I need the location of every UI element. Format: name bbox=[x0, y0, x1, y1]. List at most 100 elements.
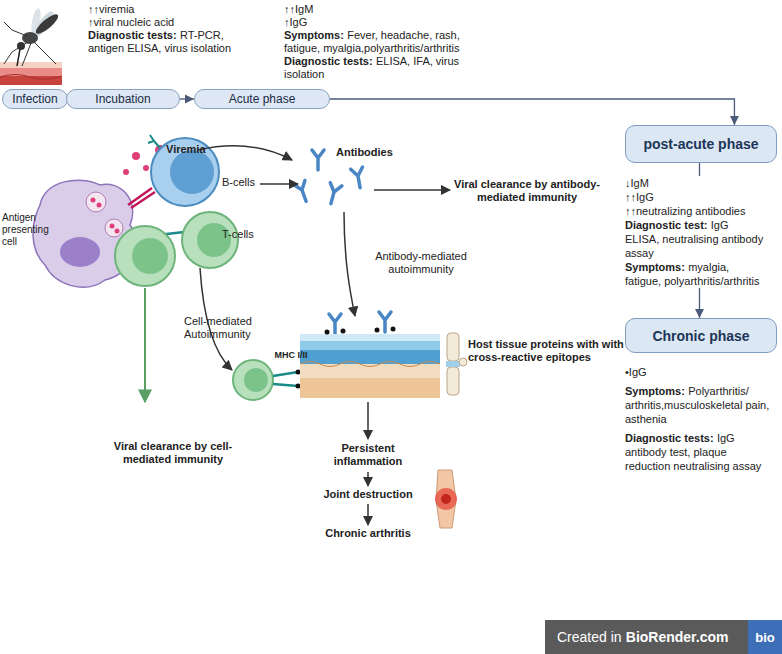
epitope-dot bbox=[296, 384, 301, 389]
label-text: Polyarthritis/ arthritis,musculoskeletal… bbox=[625, 385, 769, 425]
label-text: Diagnostic test: bbox=[625, 219, 708, 231]
text-row: Viral clearance by antibody-mediated imm… bbox=[452, 178, 602, 204]
pathway-arrow bbox=[198, 146, 292, 160]
b-cell-receptor bbox=[148, 135, 160, 148]
skin-line bbox=[0, 75, 62, 80]
text-row: ↑↑IgM bbox=[284, 3, 484, 16]
text-block: Host tissue proteins with with cross-rea… bbox=[468, 338, 633, 364]
label-text: Antigen presenting cell bbox=[2, 212, 49, 247]
vesicle bbox=[86, 192, 106, 212]
text-block: •IgG Symptoms:Polyarthritis/ arthritis,mu… bbox=[625, 365, 773, 478]
pathway-arrow bbox=[344, 212, 355, 316]
label-text: Viremia bbox=[166, 143, 206, 155]
text-block: T-cells bbox=[222, 228, 267, 241]
label-text: Symptoms: bbox=[625, 261, 685, 273]
bone bbox=[447, 333, 459, 361]
skin-layer bbox=[0, 62, 62, 68]
cell-nucleus bbox=[60, 237, 100, 267]
antibody-icon bbox=[325, 183, 342, 205]
epitope-dot bbox=[296, 370, 301, 375]
node-text: Acute phase bbox=[229, 92, 296, 106]
virus-particle bbox=[91, 198, 96, 203]
text-block: MHC I/II bbox=[274, 350, 308, 360]
text-block: Viral clearance by antibody-mediated imm… bbox=[452, 178, 602, 204]
patella bbox=[459, 358, 467, 366]
label-text: ↓IgM bbox=[625, 177, 649, 189]
node-text: Infection bbox=[12, 92, 57, 106]
label-text: Chronic arthritis bbox=[325, 527, 411, 539]
cell-nucleus bbox=[132, 238, 168, 274]
phase-pill: Acute phase bbox=[194, 89, 330, 109]
pathway-arrow bbox=[200, 268, 232, 370]
label-text: Persistent inflammation bbox=[334, 442, 402, 467]
mosquito-abdomen bbox=[33, 12, 60, 37]
node-text: Created in bbox=[557, 629, 622, 645]
text-block: Chronic arthritis bbox=[308, 527, 428, 540]
label-text: RT-PCR, antigen ELISA, virus isolation bbox=[88, 29, 231, 54]
text-row: Cell-mediated Autoimmunity bbox=[184, 315, 284, 341]
inflamed-knee-icon bbox=[435, 470, 457, 528]
virus-particle bbox=[97, 203, 102, 208]
label-text: IgG ELISA, neutralising antibody assay bbox=[625, 219, 763, 259]
text-row: Antibody-mediated autoimmunity bbox=[356, 250, 486, 276]
antibody-icon bbox=[351, 167, 366, 189]
label-text: ↑↑viremia bbox=[88, 3, 134, 15]
pathway-arrow bbox=[260, 183, 298, 185]
text-block: B-cells bbox=[222, 176, 267, 189]
node-text: Chronic phase bbox=[652, 328, 749, 344]
label-text: Joint destruction bbox=[323, 488, 412, 500]
flow-arrow bbox=[330, 99, 734, 125]
b-cell bbox=[148, 135, 219, 206]
text-row: ↓IgM bbox=[625, 176, 765, 190]
text-row: ↑↑neutralizing antibodies bbox=[625, 204, 765, 218]
label-text: ↑↑IgG bbox=[625, 191, 654, 203]
text-row: •IgG bbox=[625, 365, 773, 379]
leg bbox=[436, 470, 456, 528]
text-row: Symptoms:Fever, headache, rash, fatigue,… bbox=[284, 29, 484, 55]
tissue-line bbox=[300, 362, 440, 367]
epitope-dot bbox=[341, 329, 346, 334]
virus-particle bbox=[132, 152, 140, 160]
phase-box: Chronic phase bbox=[625, 318, 777, 353]
pathway-arrow bbox=[367, 504, 369, 525]
label-text: B-cells bbox=[222, 176, 255, 188]
text-row: ↑↑viremia bbox=[88, 3, 236, 16]
text-row: Diagnostic tests:IgG antibody test, plaq… bbox=[625, 431, 773, 473]
mosquito-icon bbox=[0, 8, 62, 85]
pathway-arrow bbox=[367, 402, 369, 439]
text-block: ↑↑viremia↑viral nucleic acidDiagnostic t… bbox=[88, 3, 236, 55]
node-text: BioRender.com bbox=[626, 629, 729, 645]
label-text: Host tissue proteins with with cross-rea… bbox=[468, 338, 624, 363]
label-text: Symptoms: bbox=[284, 29, 344, 41]
text-row: Antibodies bbox=[336, 146, 408, 159]
virus-particle bbox=[143, 165, 149, 171]
epitope-dot bbox=[325, 330, 330, 335]
label-text: myalgia, fatigue, polyarthritis/arthriti… bbox=[625, 261, 760, 287]
label-text: Diagnostic tests: bbox=[625, 432, 714, 444]
virus-particle bbox=[115, 229, 120, 234]
credit-bar: Created inBioRender.combio bbox=[545, 620, 782, 654]
phase-pill: Infection bbox=[2, 89, 68, 109]
text-row: Host tissue proteins with with cross-rea… bbox=[468, 338, 633, 364]
cell-nucleus bbox=[170, 150, 214, 194]
epitope-dot bbox=[391, 327, 396, 332]
pathway-arrow bbox=[144, 288, 146, 402]
text-block: Persistent inflammation bbox=[318, 442, 418, 468]
node-text: post-acute phase bbox=[643, 136, 758, 152]
flow-arrow bbox=[180, 98, 194, 99]
label-text: Symptoms: bbox=[625, 385, 685, 397]
text-row: ↑↑IgG bbox=[625, 190, 765, 204]
mosquito-legs bbox=[4, 22, 56, 66]
antibody-icon bbox=[312, 150, 324, 170]
cell-nucleus bbox=[244, 368, 268, 392]
text-row: Symptoms:Polyarthritis/ arthritis,muscul… bbox=[625, 384, 773, 426]
text-row: T-cells bbox=[222, 228, 267, 241]
pathway-arrows bbox=[145, 146, 450, 525]
text-row: ↑IgG bbox=[284, 16, 484, 29]
t-cells bbox=[115, 212, 301, 400]
label-text: Fever, headache, rash, fatigue, myalgia,… bbox=[284, 29, 460, 54]
label-text: Antibody-mediated autoimmunity bbox=[375, 250, 467, 275]
mosquito-thorax bbox=[22, 32, 38, 44]
tissue-layer bbox=[300, 350, 440, 364]
